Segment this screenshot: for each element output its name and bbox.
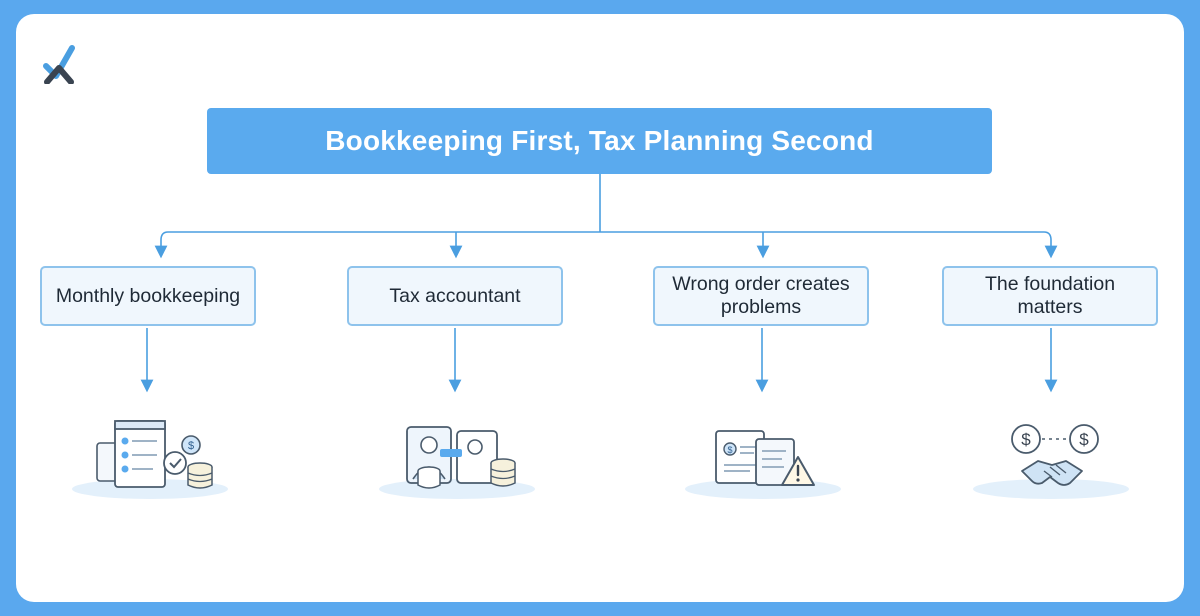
accountant-meeting-icon [379, 426, 535, 499]
svg-text:$: $ [1079, 430, 1089, 449]
svg-text:$: $ [188, 440, 194, 452]
svg-text:$: $ [727, 445, 732, 455]
node-monthly-bookkeeping: Monthly bookkeeping [40, 266, 256, 326]
node-wrong-order: Wrong order creates problems [653, 266, 869, 326]
warning-documents-icon: $ [685, 430, 841, 499]
svg-text:$: $ [1021, 430, 1031, 449]
node-foundation: The foundation matters [942, 266, 1158, 326]
node-tax-accountant: Tax accountant [347, 266, 563, 326]
handshake-dollar-icon: $ $ [973, 424, 1129, 499]
bookkeeping-documents-icon: $ [72, 420, 228, 499]
check-x-logo-icon [43, 45, 75, 84]
page-title: Bookkeeping First, Tax Planning Second [207, 108, 992, 174]
